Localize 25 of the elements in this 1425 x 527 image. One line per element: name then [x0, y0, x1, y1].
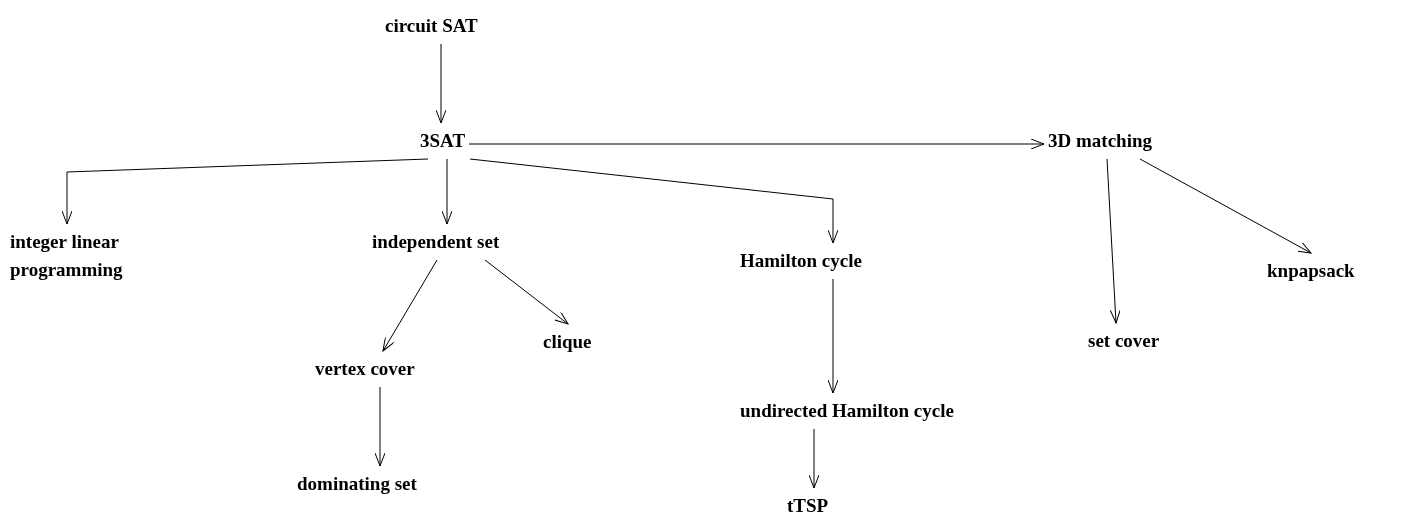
- arrow: [468, 138, 1045, 150]
- arrow: [382, 259, 438, 352]
- node-label: dominating set: [293, 466, 421, 502]
- arrow: [435, 43, 447, 124]
- node-label: 3SAT: [416, 123, 470, 159]
- arrow: [1106, 158, 1121, 324]
- arrow: [374, 386, 386, 467]
- arrow: [441, 158, 453, 225]
- node-label: set cover: [1084, 323, 1164, 359]
- node-label: tTSP: [783, 488, 833, 524]
- node-label: Hamilton cycle: [736, 243, 866, 279]
- node-label: independent set: [368, 224, 504, 260]
- arrow: [827, 278, 839, 394]
- node-label: 3D matching: [1044, 123, 1156, 159]
- arrow: [1139, 158, 1312, 254]
- node-label: knpapsack: [1263, 253, 1359, 289]
- node-label: undirected Hamilton cycle: [736, 393, 958, 429]
- arrow: [61, 158, 429, 225]
- node-label: circuit SAT: [381, 8, 482, 44]
- node-label: clique: [539, 324, 596, 360]
- arrow: [808, 428, 820, 489]
- arrow: [484, 259, 569, 325]
- arrow: [469, 158, 839, 244]
- node-label: vertex cover: [311, 351, 419, 387]
- node-label: integer linear programming: [6, 224, 166, 288]
